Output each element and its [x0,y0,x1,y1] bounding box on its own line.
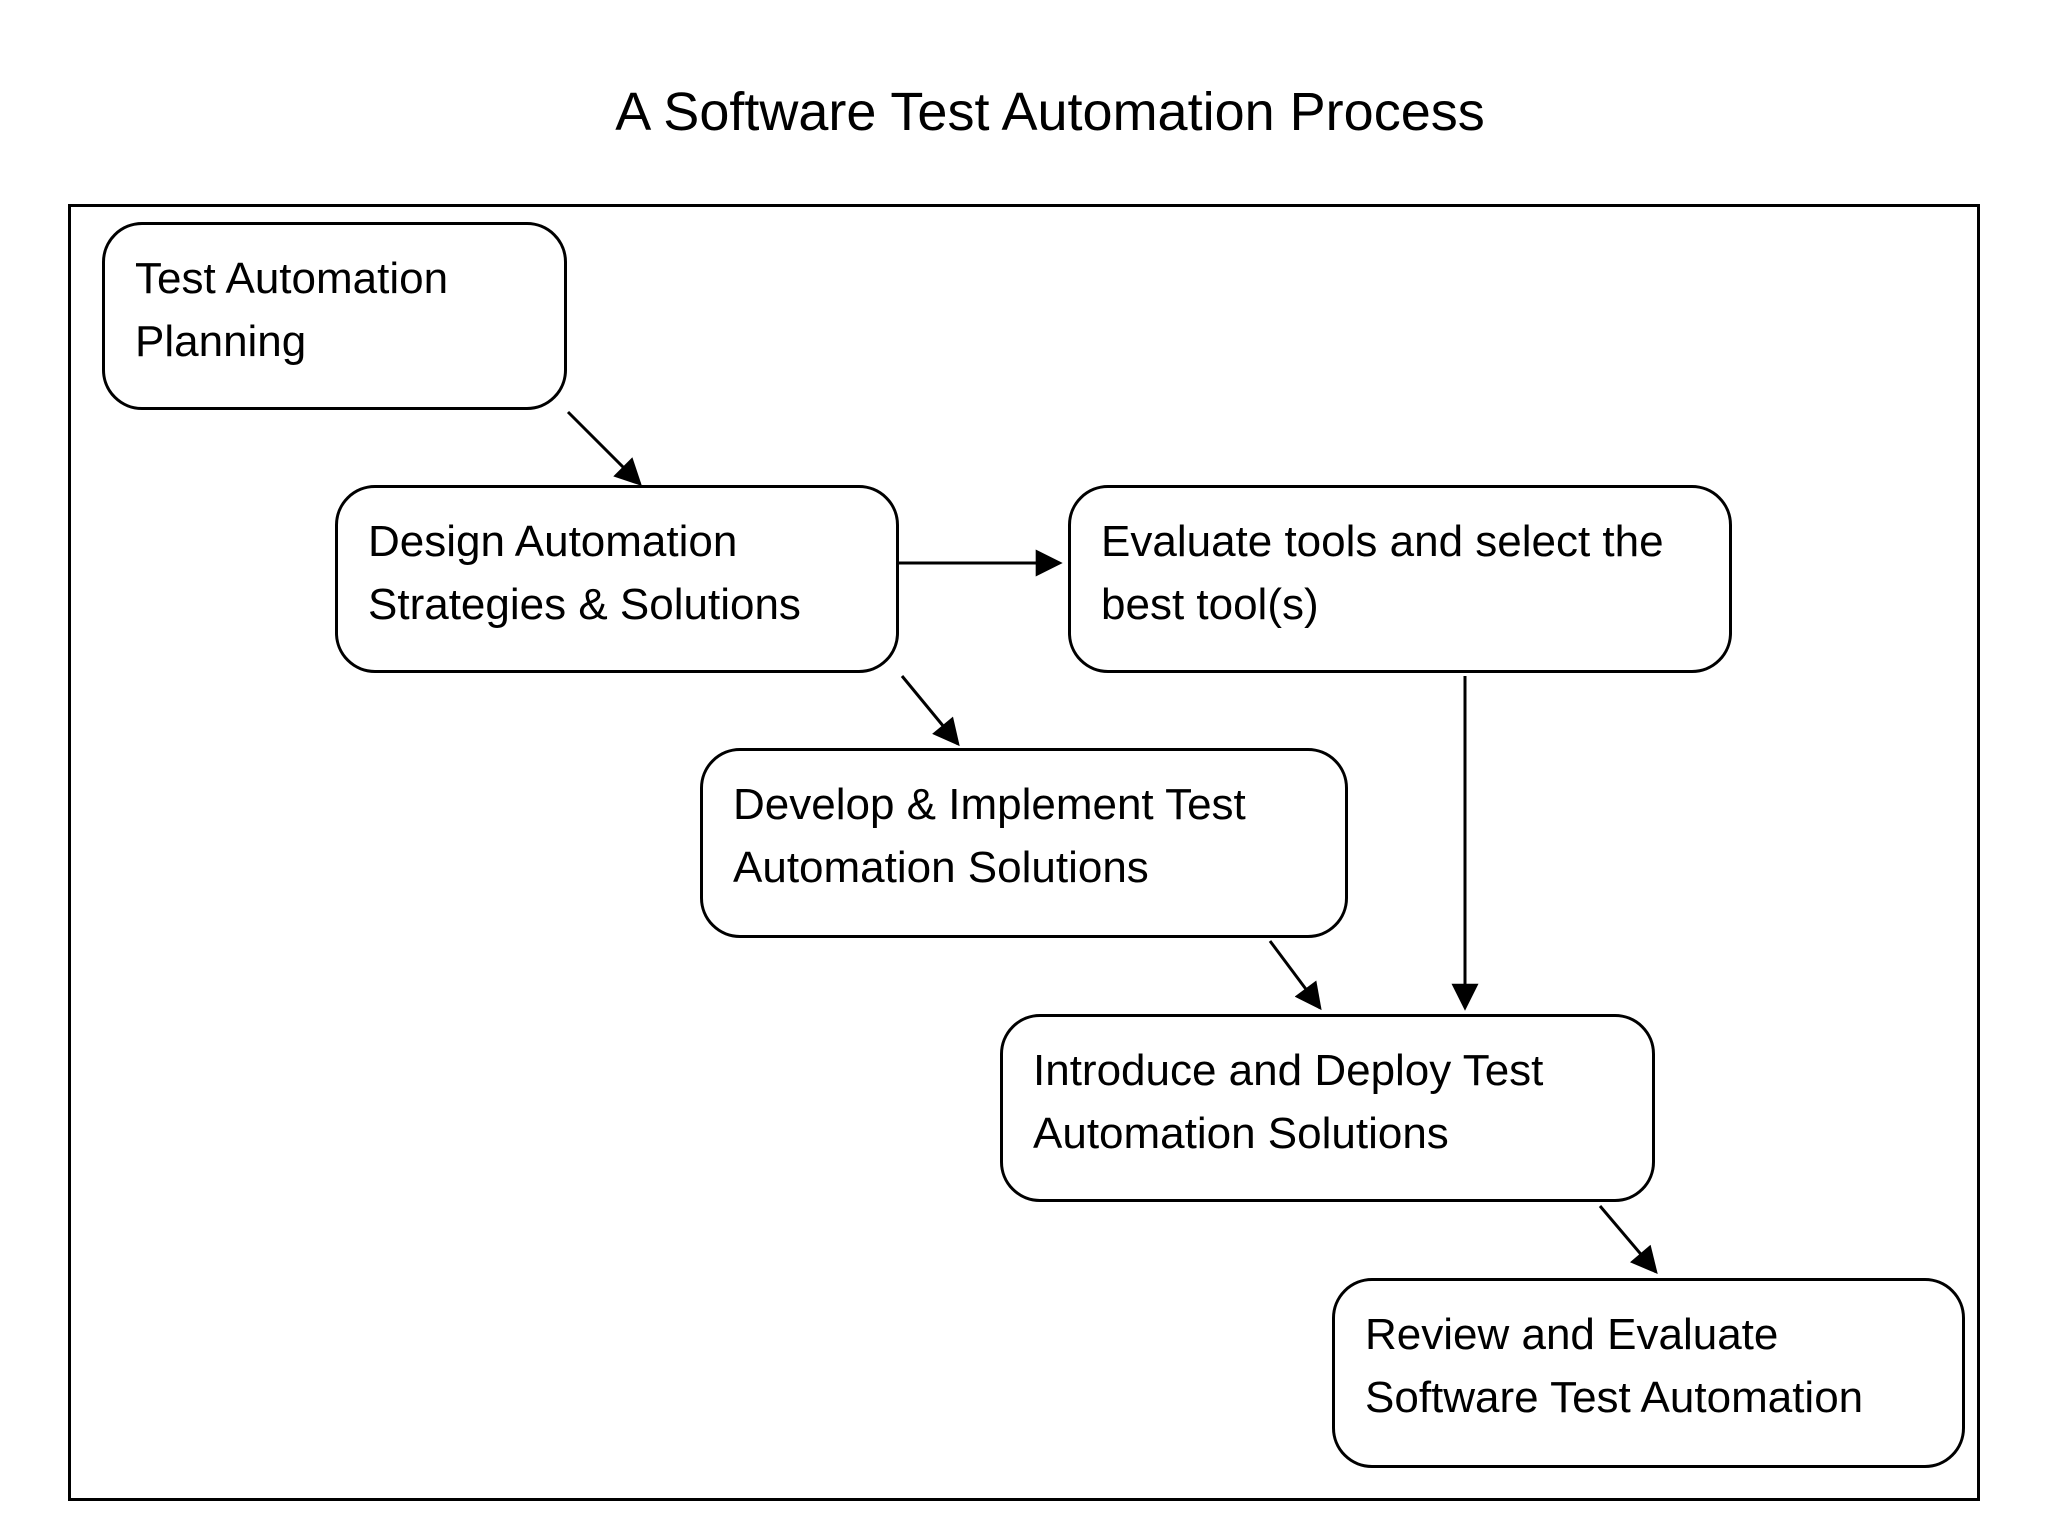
node-evaluate-tools: Evaluate tools and select the best tool(… [1068,485,1732,673]
node-test-automation-planning: Test Automation Planning [102,222,567,410]
node-review-evaluate: Review and Evaluate Software Test Automa… [1332,1278,1965,1468]
diagram-frame [68,204,1980,1501]
node-introduce-deploy: Introduce and Deploy Test Automation Sol… [1000,1014,1655,1202]
node-develop-implement: Develop & Implement Test Automation Solu… [700,748,1348,938]
node-design-automation-strategies: Design Automation Strategies & Solutions [335,485,899,673]
diagram-title: A Software Test Automation Process [615,82,1485,142]
